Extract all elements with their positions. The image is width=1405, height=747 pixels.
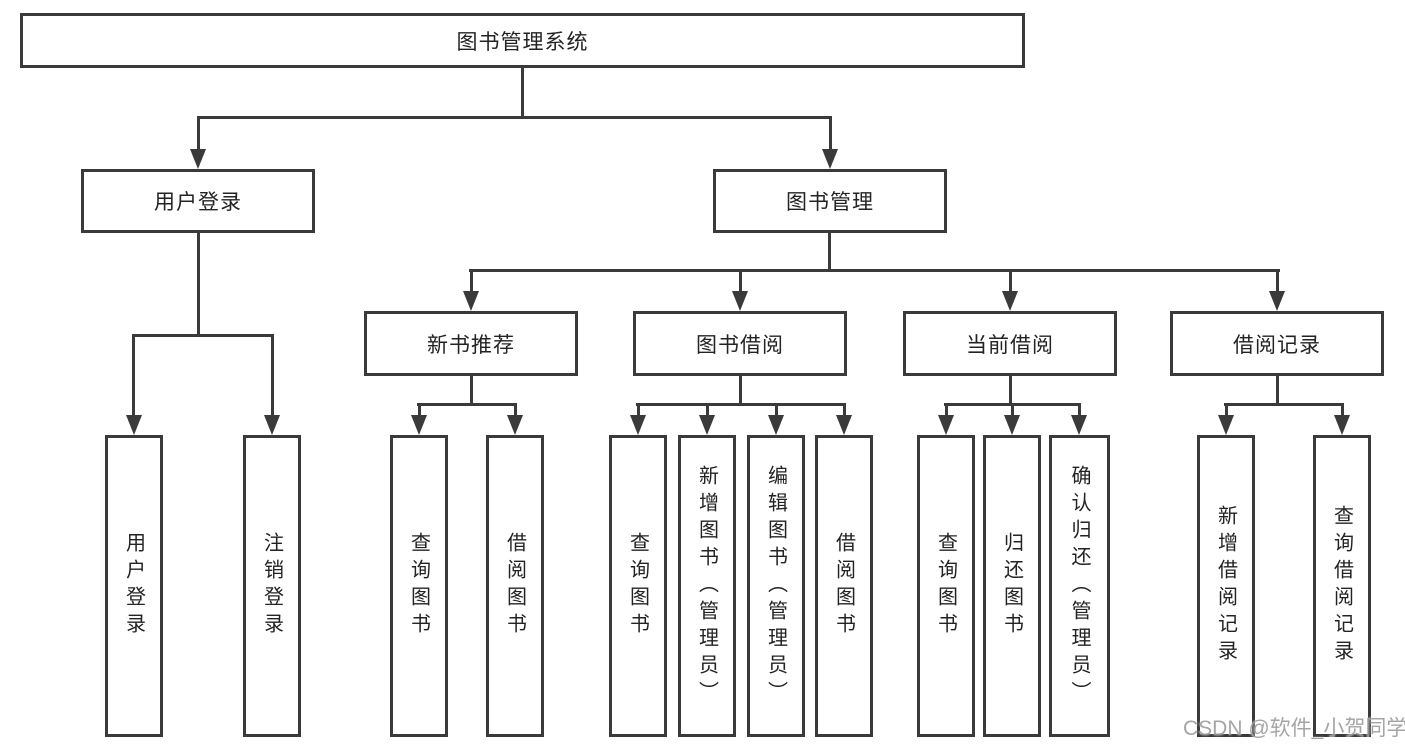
leaf-borrow-books-label: 借阅图书 [832,532,855,640]
connector-line [1224,403,1344,406]
arrow-down-icon [463,291,479,311]
connector-line [197,116,832,119]
connector-line [470,269,473,291]
connector-line [514,403,517,415]
leaf-add-borrow-record-label: 新增借阅记录 [1214,505,1237,667]
leaf-edit-books-admin: 编辑图书（管理员） [747,435,805,737]
connector-line [706,403,709,415]
connector-line [829,116,832,149]
arrow-down-icon [1002,291,1018,311]
arrow-down-icon [190,149,206,169]
node-current-borrowing-label: 当前借阅 [966,333,1054,357]
node-root-label: 图书管理系统 [456,30,589,54]
leaf-borrow-books-recommend-label: 借阅图书 [503,532,526,640]
arrow-down-icon [507,415,523,435]
connector-line [1276,376,1279,406]
connector-line [1009,376,1012,406]
leaf-query-books-current: 查询图书 [917,435,975,737]
node-book-management: 图书管理 [713,169,947,233]
arrow-down-icon [836,415,852,435]
leaf-borrow-books-recommend: 借阅图书 [486,435,544,737]
connector-line [637,403,640,415]
node-borrow-records-label: 借阅记录 [1233,333,1321,357]
leaf-logout-label: 注销登录 [260,532,283,640]
leaf-query-books-recommend: 查询图书 [390,435,448,737]
node-user-login-label: 用户登录 [154,191,242,214]
connector-line [828,233,831,272]
node-book-management-label: 图书管理 [786,191,874,214]
leaf-logout: 注销登录 [243,435,301,737]
connector-line [739,376,742,406]
leaf-query-borrow-record: 查询借阅记录 [1313,435,1371,737]
leaf-add-books-admin: 新增图书（管理员） [678,435,736,737]
arrow-down-icon [768,415,784,435]
connector-line [843,403,846,415]
leaf-return-books: 归还图书 [983,435,1041,737]
node-root: 图书管理系统 [20,13,1025,68]
connector-line [945,403,948,415]
leaf-query-books-recommend-label: 查询图书 [407,532,430,640]
node-borrow-records: 借阅记录 [1170,311,1384,376]
leaf-query-books-borrowing: 查询图书 [609,435,667,737]
arrow-down-icon [411,415,427,435]
node-new-book-recommend-label: 新书推荐 [427,333,515,357]
connector-line [1009,269,1012,291]
connector-line [521,68,524,118]
arrow-down-icon [938,415,954,435]
arrow-down-icon [822,149,838,169]
leaf-query-borrow-record-label: 查询借阅记录 [1330,505,1353,667]
leaf-edit-books-admin-label: 编辑图书（管理员） [764,464,787,708]
node-book-borrowing-label: 图书借阅 [696,333,784,357]
arrow-down-icon [1004,415,1020,435]
connector-line [197,233,200,336]
connector-line [197,116,200,149]
leaf-confirm-return-admin-label: 确认归还（管理员） [1068,464,1090,708]
arrow-down-icon [126,415,142,435]
leaf-user-login: 用户登录 [105,435,163,737]
leaf-confirm-return-admin: 确认归还（管理员） [1049,435,1110,737]
connector-line [775,403,778,415]
watermark: CSDN @软件_小贺同学 [1183,717,1405,740]
node-user-login: 用户登录 [81,169,315,233]
leaf-user-login-label: 用户登录 [122,532,145,640]
node-new-book-recommend: 新书推荐 [364,311,578,376]
arrow-down-icon [732,291,748,311]
connector-line [1011,403,1014,415]
arrow-down-icon [1334,415,1350,435]
connector-line [1276,269,1279,291]
connector-line [418,403,421,415]
connector-line [132,334,135,415]
connector-line [132,334,274,337]
connector-line [271,334,274,415]
leaf-return-books-label: 归还图书 [1000,532,1023,640]
arrow-down-icon [630,415,646,435]
node-current-borrowing: 当前借阅 [903,311,1117,376]
leaf-query-books-current-label: 查询图书 [934,532,957,640]
arrow-down-icon [1071,415,1087,435]
connector-line [417,403,517,406]
connector-line [739,269,742,291]
arrow-down-icon [1269,291,1285,311]
arrow-down-icon [264,415,280,435]
connector-line [469,269,1280,272]
leaf-query-books-borrowing-label: 查询图书 [626,532,649,640]
connector-line [1341,403,1344,415]
leaf-add-books-admin-label: 新增图书（管理员） [695,464,718,708]
connector-line [1225,403,1228,415]
connector-line [470,376,473,406]
arrow-down-icon [699,415,715,435]
node-book-borrowing: 图书借阅 [633,311,847,376]
connector-line [1078,403,1081,415]
arrow-down-icon [1218,415,1234,435]
leaf-add-borrow-record: 新增借阅记录 [1197,435,1255,737]
connector-line [636,403,846,406]
leaf-borrow-books: 借阅图书 [815,435,873,737]
